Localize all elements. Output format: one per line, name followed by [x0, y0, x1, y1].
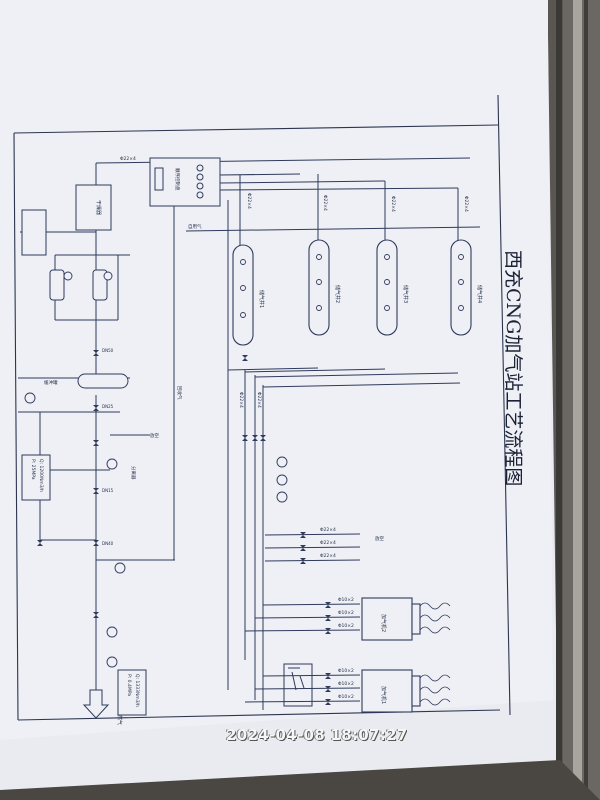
separators: [49, 269, 129, 389]
compressor-box: [75, 184, 112, 231]
diagram-title: 西充CNG加气站工艺流程图: [502, 250, 524, 486]
recycle-label: 回收气: [176, 386, 183, 400]
handwritten-note: [283, 663, 313, 707]
well-2-label: 储气井2: [334, 285, 341, 303]
pipe-label-6: Φ22×4: [320, 540, 336, 546]
spec-inlet-pressure: P: 0.4MPa: [126, 674, 132, 696]
ln-label-1: DN50: [102, 348, 114, 353]
pipe-label-12: Φ10×2: [338, 681, 354, 687]
separator-label: 分离器: [130, 466, 137, 480]
pipe-label-3: Φ22×4: [390, 196, 396, 212]
priority-panel: [149, 157, 221, 207]
inlet-arrow: [82, 689, 110, 719]
dispenser-hoses: [419, 602, 451, 706]
timestamp-overlay: 2024-04-08 18:07:27: [226, 726, 408, 744]
dispensers: [361, 597, 421, 713]
pipe-label-11: Φ10×2: [338, 668, 354, 674]
storage-wells: [232, 239, 472, 346]
pipe-size-labels: Φ22×4 Φ22×4 Φ22×4 Φ22×4 Φ22×4 Φ22×4 Φ22×…: [120, 156, 469, 700]
pipe-label-9: Φ10×2: [338, 610, 354, 616]
drawing-border: [13, 94, 511, 721]
pipe-label-5: Φ22×4: [320, 527, 336, 533]
pipe-label-14: Φ22×4: [120, 156, 136, 162]
well-3-label: 储气井3: [402, 285, 409, 303]
pipe-label-10: Φ10×2: [338, 623, 354, 629]
ln-label-2: DN25: [102, 404, 114, 409]
well-1-label: 储气井1: [258, 290, 265, 308]
spec-boxes: [21, 209, 147, 716]
pipe-label-7: Φ22×4: [320, 553, 336, 559]
dryer-label: 干燥器: [95, 200, 102, 215]
valves: [37, 350, 331, 705]
dispenser-1-label: 加气机1: [380, 686, 387, 704]
pipe-label-13: Φ10×2: [338, 694, 354, 700]
pipe-label-8: Φ10×2: [338, 597, 354, 603]
well-dots: [240, 254, 464, 318]
pipe-label-15: Φ22×4: [238, 392, 244, 408]
spec-comp-pressure: P: 25MPa: [30, 459, 36, 480]
vent-label: 放空: [375, 535, 384, 542]
pipe-label-2: Φ22×4: [322, 195, 328, 211]
dispenser-2-label: 加气机2: [380, 614, 387, 632]
priority-panel-label: 顺序控制盘: [174, 168, 181, 191]
vent-label-2: 放空: [150, 432, 159, 439]
spec-inlet-flow: Q: 1333Nm3/h: [134, 674, 140, 707]
pipe-label-16: Φ22×4: [256, 392, 262, 408]
well-4-label: 储气井4: [476, 285, 483, 303]
gauges: [24, 271, 288, 668]
ln-label-4: DN40: [102, 541, 114, 546]
pipe-label-4: Φ22×4: [463, 196, 469, 212]
pipe-label-1: Φ22×4: [246, 193, 252, 209]
fuel-gas-label: 自用气: [188, 223, 202, 230]
ln-label-3: DN15: [102, 488, 114, 493]
spec-comp-flow: Q: 1200Nm3/h: [38, 459, 44, 492]
buffer-label: 缓冲罐: [44, 379, 58, 386]
